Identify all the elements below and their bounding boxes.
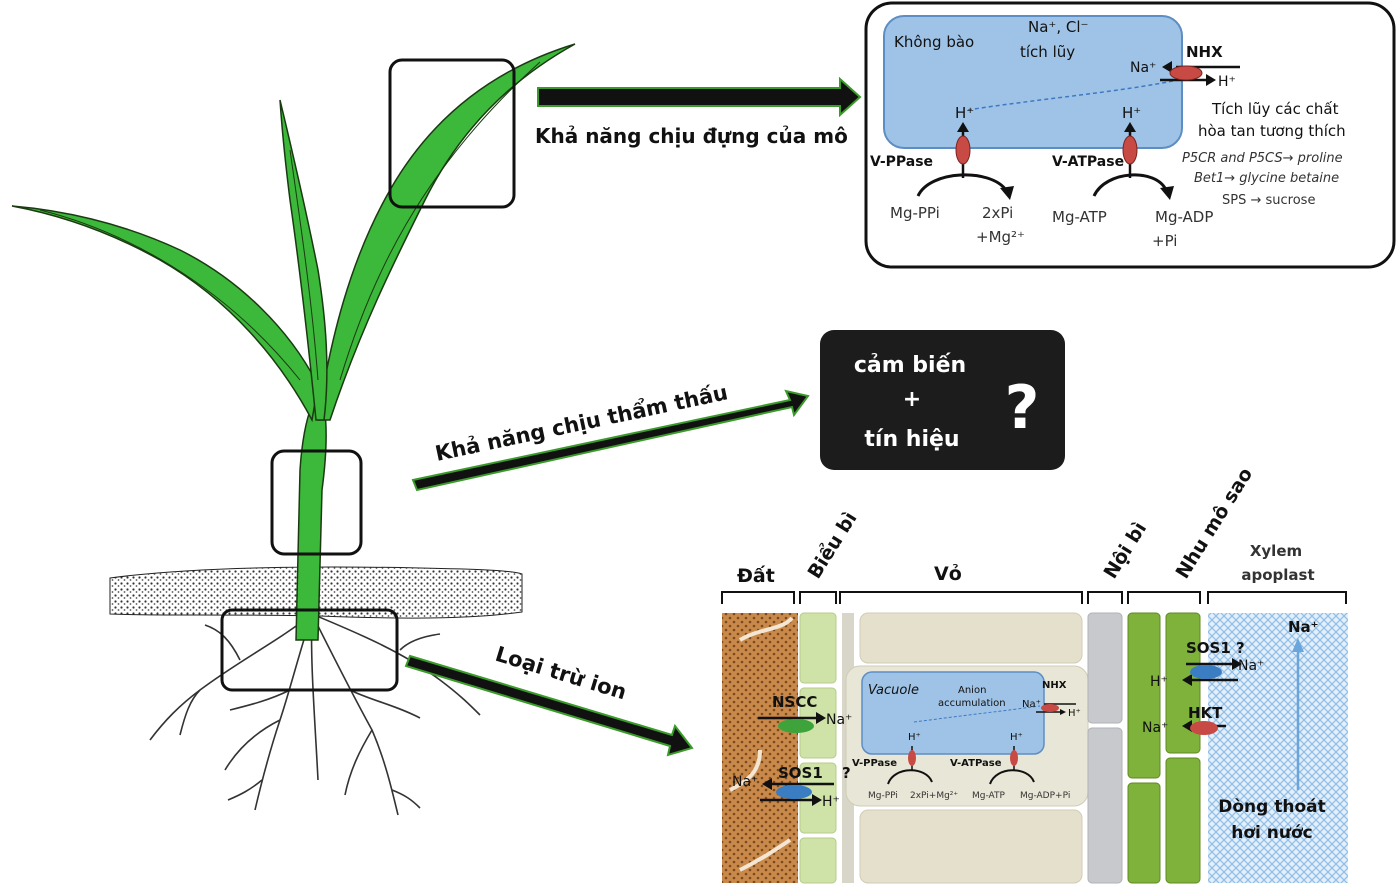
h-sos1: H⁺ xyxy=(822,794,840,810)
h-right: H⁺ xyxy=(1122,104,1141,122)
flow-2: hơi nước xyxy=(1231,823,1313,843)
mgppi: Mg-PPi xyxy=(890,204,940,222)
solutes-title-2: hòa tan tương thích xyxy=(1198,122,1346,140)
na-stele: Na⁺ xyxy=(1238,658,1264,674)
root-mgatp: Mg-ATP xyxy=(972,791,1005,801)
hdr-xylem-2: apoplast xyxy=(1241,566,1314,584)
vatpase-transporter xyxy=(1122,135,1138,165)
root-twopi: 2xPi+Mg²⁺ xyxy=(910,791,958,801)
root-vatpase: V-ATPase xyxy=(950,758,1002,769)
line-glycine: Bet1→ glycine betaine xyxy=(1194,171,1339,186)
hdr-epidermis: Biểu bì xyxy=(803,508,862,583)
nscc-channel xyxy=(778,719,814,733)
anion-acc-label: accumulation xyxy=(938,698,1006,709)
root-vacuole-label: Vacuole xyxy=(868,683,919,698)
root-mgppi: Mg-PPi xyxy=(868,791,898,801)
sos1-q: ? xyxy=(842,764,851,782)
sensor-box: cảm biến + tín hiệu ? xyxy=(820,330,1065,470)
root-mgadp: Mg-ADP+Pi xyxy=(1020,791,1070,801)
root-h-pp: H⁺ xyxy=(908,732,921,743)
nhx-na: Na⁺ xyxy=(1130,60,1156,76)
vppase-label: V-PPase xyxy=(870,154,933,170)
hdr-soil: Đất xyxy=(737,564,775,587)
leaf-veins xyxy=(39,61,541,381)
label-tissue-tolerance: Khả năng chịu đựng của mô xyxy=(535,124,848,148)
column-brackets xyxy=(721,591,1347,604)
hdr-endodermis: Nội bì xyxy=(1100,518,1152,582)
root-vppase: V-PPase xyxy=(852,758,897,769)
sensor-plus: + xyxy=(903,387,921,412)
focus-box-leaf xyxy=(388,58,516,209)
sensor-line2: tín hiệu xyxy=(864,427,959,452)
na-top: Na⁺ xyxy=(1288,618,1319,636)
root-vacuole xyxy=(861,671,1045,755)
hkt-label: HKT xyxy=(1188,704,1223,722)
mgatp: Mg-ATP xyxy=(1052,208,1107,226)
leaf-left xyxy=(11,205,319,423)
plant-illustration xyxy=(11,43,576,816)
sensor-question: ? xyxy=(1005,373,1040,443)
na-nscc: Na⁺ xyxy=(826,712,852,728)
leaf-upper xyxy=(317,43,576,421)
hdr-stele: Nhu mô sao xyxy=(1172,464,1258,583)
na-sos1: Na⁺ xyxy=(732,774,758,790)
solutes-title-1: Tích lũy các chất xyxy=(1211,100,1339,118)
mgadp: Mg-ADP xyxy=(1155,208,1213,226)
xylem-column xyxy=(1208,613,1348,883)
hkt-transporter xyxy=(1190,721,1218,735)
h-stele: H⁺ xyxy=(1150,674,1168,690)
focus-box-root xyxy=(220,608,399,692)
dashed-flux xyxy=(967,79,1179,111)
vatpase-label: V-ATPase xyxy=(1052,154,1124,170)
hdr-xylem-1: Xylem xyxy=(1250,542,1302,560)
sos1-stele-transporter xyxy=(1190,665,1222,679)
stele-column xyxy=(1127,612,1201,884)
sensor-line1: cảm biến xyxy=(854,353,966,378)
cortex-column xyxy=(859,612,1083,884)
root-h-nhx: H⁺ xyxy=(1068,708,1081,719)
arrow-osmotic-tolerance xyxy=(411,389,810,492)
epidermis-column xyxy=(799,612,837,884)
sos1-transporter xyxy=(776,785,812,799)
flow-1: Dòng thoát xyxy=(1218,797,1326,817)
vacuole-label: Không bào xyxy=(894,33,974,51)
roots xyxy=(149,613,481,816)
vacuole xyxy=(883,15,1183,149)
arrow-ion-exclusion xyxy=(404,654,694,757)
root-na-nhx: Na⁺ xyxy=(1022,699,1041,710)
pi: +Pi xyxy=(1152,232,1177,250)
hdr-cortex: Vỏ xyxy=(934,563,962,585)
line-proline: P5CR and P5CS→ proline xyxy=(1182,151,1343,166)
twopi: 2xPi xyxy=(982,204,1013,222)
nhx-transporter xyxy=(1169,65,1203,81)
nhx-label: NHX xyxy=(1186,43,1223,61)
nscc-label: NSCC xyxy=(772,693,817,711)
mg2: +Mg²⁺ xyxy=(976,228,1025,246)
soil-column xyxy=(722,613,798,883)
vppase-transporter xyxy=(955,135,971,165)
root-cross-section: Đất Biểu bì Vỏ Nội bì Nhu mô sao Xylem a… xyxy=(721,464,1348,884)
nhx-h: H⁺ xyxy=(1218,74,1236,90)
ions-accum: Na⁺, Cl⁻ xyxy=(1028,18,1088,36)
focus-box-stem xyxy=(270,449,363,556)
anion-label: Anion xyxy=(958,685,986,696)
sos1-stele: SOS1 ? xyxy=(1186,639,1245,657)
sos1-label: SOS1 xyxy=(778,764,823,782)
accum-label: tích lũy xyxy=(1020,43,1075,61)
root-h-atp: H⁺ xyxy=(1010,732,1023,743)
arrow-tissue-tolerance xyxy=(537,76,862,118)
na-hkt: Na⁺ xyxy=(1142,720,1168,736)
line-sucrose: SPS → sucrose xyxy=(1222,193,1315,208)
endodermis-column xyxy=(1087,612,1123,884)
leaf-tolerance-panel: Không bào Na⁺, Cl⁻ tích lũy NHX Na⁺ H⁺ H… xyxy=(864,1,1396,269)
h-left: H⁺ xyxy=(955,104,974,122)
leaf-middle xyxy=(279,99,328,421)
root-nhx: NHX xyxy=(1042,680,1067,691)
